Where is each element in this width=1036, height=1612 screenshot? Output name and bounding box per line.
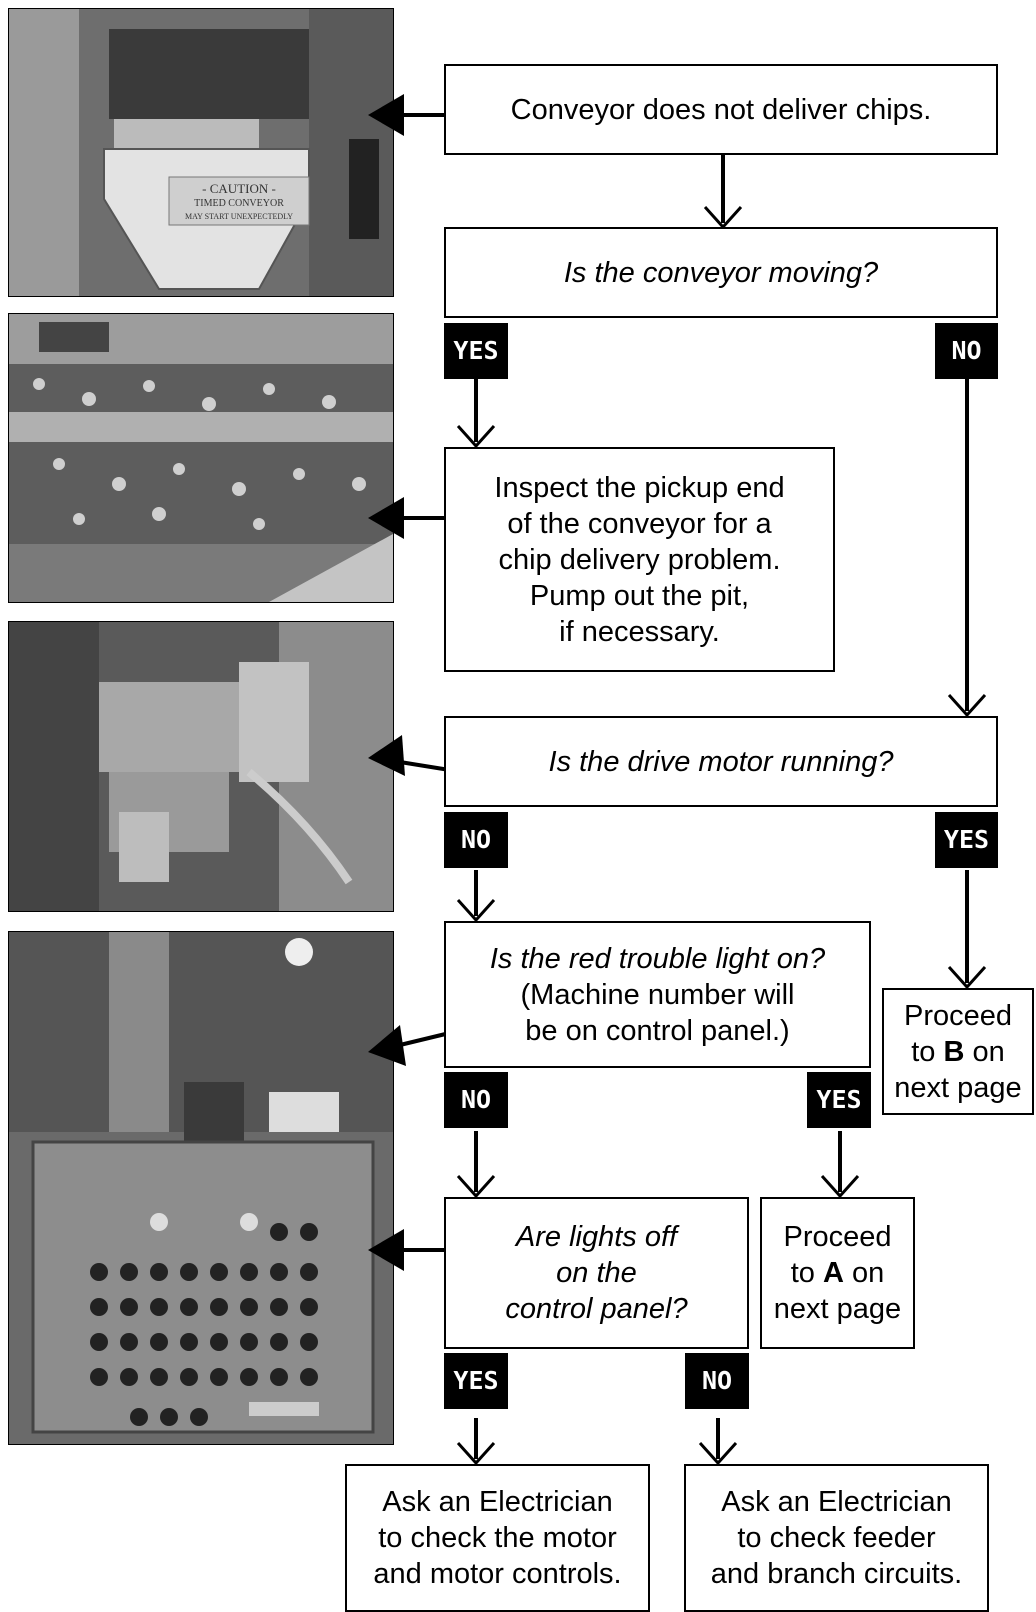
question-red-light-text: Is the red trouble light on? bbox=[490, 941, 825, 977]
proceed-a-box: Proceed to A on next page bbox=[760, 1197, 915, 1349]
proceed-a-line-1: Proceed bbox=[783, 1219, 891, 1255]
red-light-note-line-1: (Machine number will bbox=[521, 977, 795, 1013]
question-red-light-box: Is the red trouble light on? (Machine nu… bbox=[444, 921, 871, 1068]
proceed-b-box: Proceed to B on next page bbox=[882, 988, 1034, 1115]
question-drive-motor-text: Is the drive motor running? bbox=[549, 744, 894, 780]
electrician-circuits-line-1: Ask an Electrician bbox=[721, 1484, 952, 1520]
proceed-a-line-2: to A on bbox=[791, 1255, 885, 1291]
electrician-motor-line-2: to check the motor bbox=[378, 1520, 617, 1556]
electrician-motor-line-3: and motor controls. bbox=[373, 1556, 621, 1592]
yes-tag-red-light: YES bbox=[807, 1072, 871, 1128]
proceed-b-letter: B bbox=[943, 1036, 964, 1068]
proceed-b-line-2: to B on bbox=[911, 1034, 1005, 1070]
inspect-pickup-box: Inspect the pickup end of the conveyor f… bbox=[444, 447, 835, 672]
question-drive-motor-box: Is the drive motor running? bbox=[444, 716, 998, 807]
inspect-line-1: Inspect the pickup end bbox=[494, 470, 784, 506]
no-tag-lights-off: NO bbox=[685, 1353, 749, 1409]
inspect-line-5: if necessary. bbox=[559, 614, 720, 650]
proceed-b-line-3: next page bbox=[894, 1070, 1021, 1106]
electrician-circuits-box: Ask an Electrician to check feeder and b… bbox=[684, 1464, 989, 1612]
electrician-circuits-line-3: and branch circuits. bbox=[711, 1556, 962, 1592]
electrician-motor-line-1: Ask an Electrician bbox=[382, 1484, 613, 1520]
yes-tag-conveyor-moving: YES bbox=[444, 323, 508, 379]
proceed-a-line-3: next page bbox=[774, 1291, 901, 1327]
lights-off-line-3: control panel? bbox=[505, 1291, 687, 1327]
no-tag-conveyor-moving: NO bbox=[935, 323, 998, 379]
electrician-motor-box: Ask an Electrician to check the motor an… bbox=[345, 1464, 650, 1612]
start-text: Conveyor does not deliver chips. bbox=[511, 92, 932, 128]
no-tag-drive-motor: NO bbox=[444, 812, 508, 868]
inspect-line-4: Pump out the pit, bbox=[530, 578, 749, 614]
inspect-line-3: chip delivery problem. bbox=[498, 542, 780, 578]
lights-off-line-2: on the bbox=[556, 1255, 637, 1291]
electrician-circuits-line-2: to check feeder bbox=[737, 1520, 935, 1556]
question-conveyor-moving-box: Is the conveyor moving? bbox=[444, 227, 998, 318]
inspect-line-2: of the conveyor for a bbox=[507, 506, 771, 542]
proceed-b-line-1: Proceed bbox=[904, 998, 1012, 1034]
question-conveyor-moving-text: Is the conveyor moving? bbox=[564, 255, 878, 291]
proceed-a-letter: A bbox=[823, 1257, 844, 1289]
no-tag-red-light: NO bbox=[444, 1072, 508, 1128]
start-box: Conveyor does not deliver chips. bbox=[444, 64, 998, 155]
question-lights-off-box: Are lights off on the control panel? bbox=[444, 1197, 749, 1349]
yes-tag-drive-motor: YES bbox=[935, 812, 998, 868]
yes-tag-lights-off: YES bbox=[444, 1353, 508, 1409]
lights-off-line-1: Are lights off bbox=[516, 1219, 677, 1255]
red-light-note-line-2: be on control panel.) bbox=[525, 1013, 789, 1049]
